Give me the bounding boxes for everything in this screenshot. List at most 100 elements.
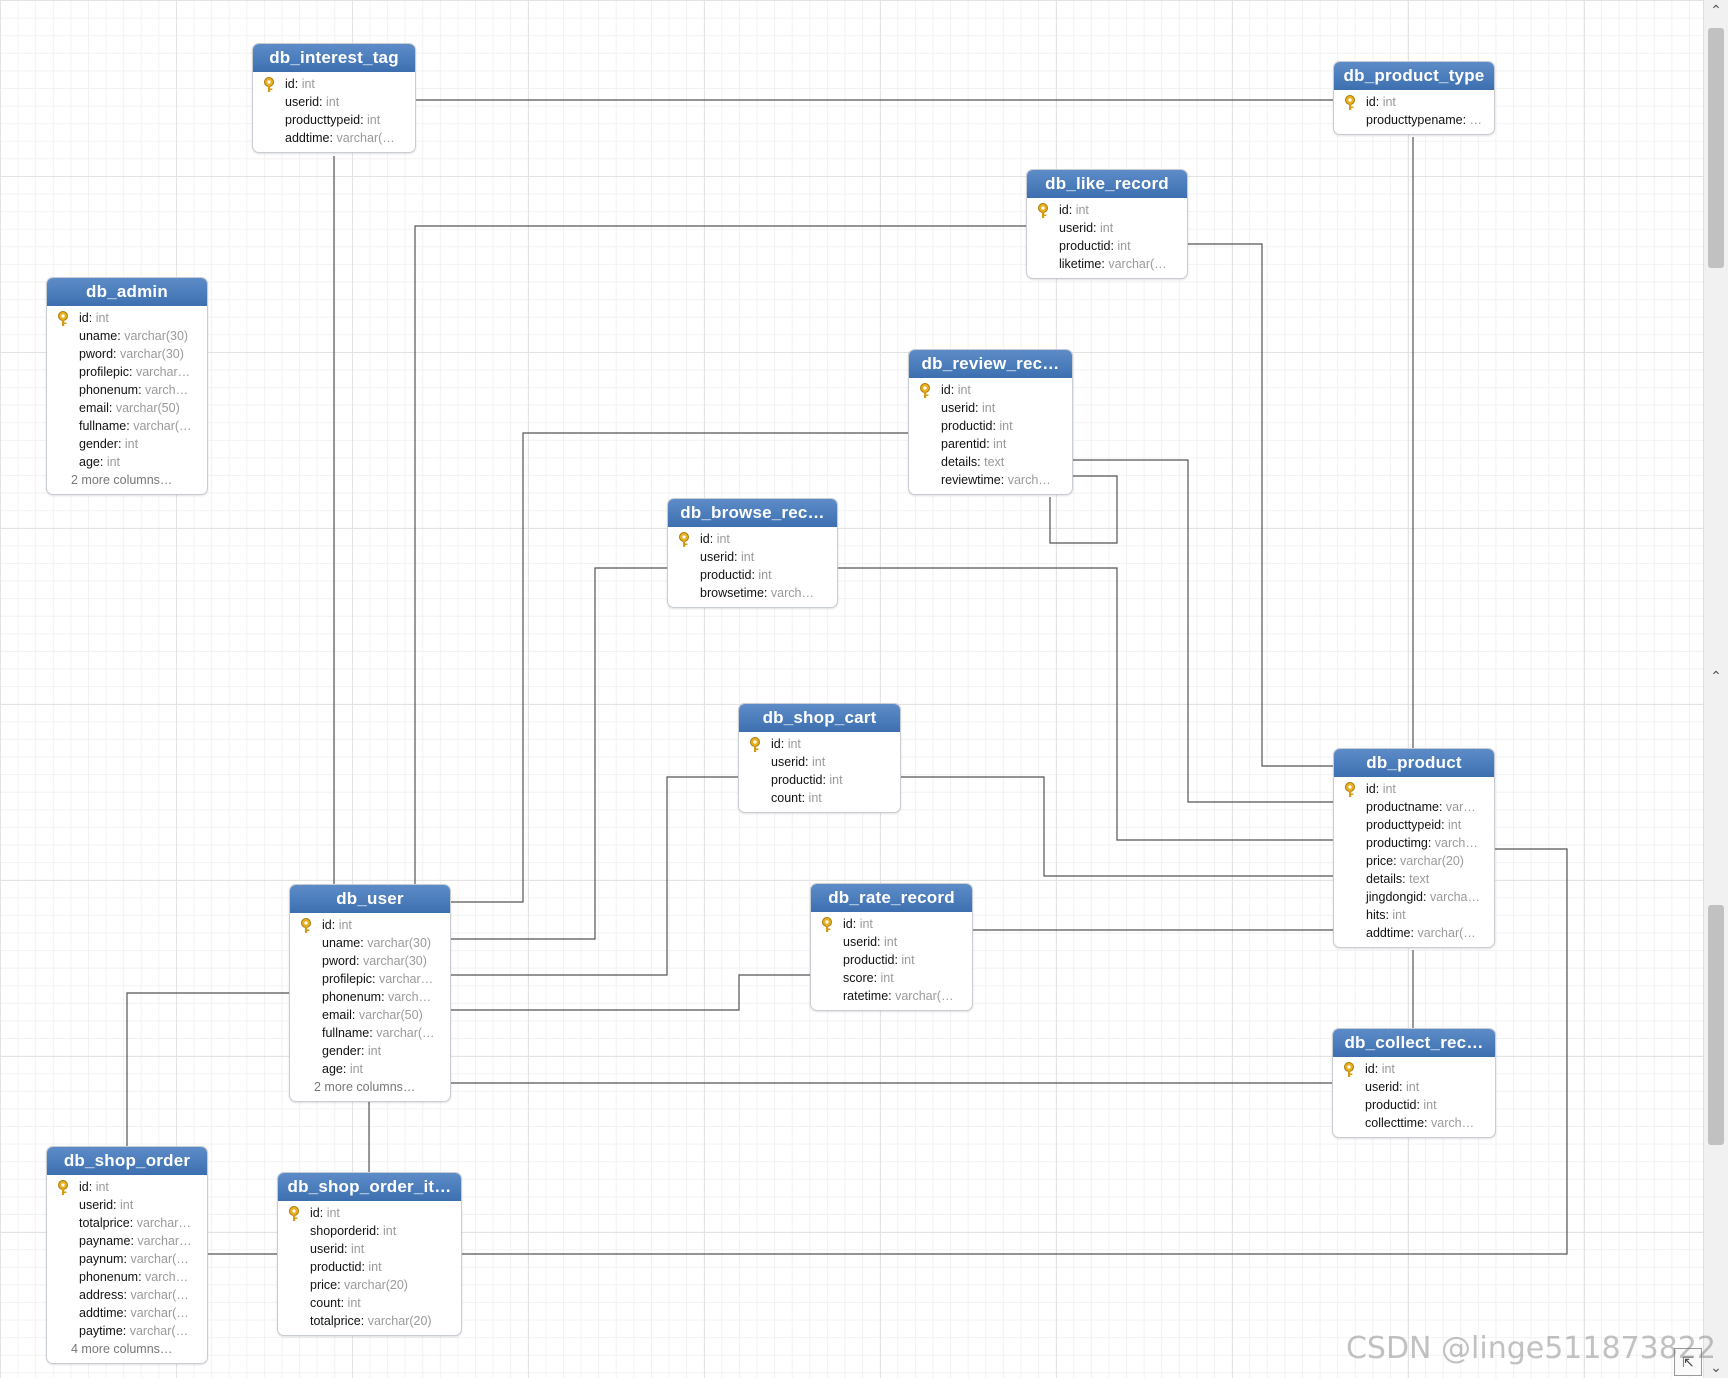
column-row[interactable]: details: text bbox=[941, 455, 1005, 469]
column-row[interactable]: phonenum: varch… bbox=[322, 990, 432, 1004]
column-row[interactable]: userid: int bbox=[79, 1198, 134, 1212]
column-row[interactable]: pword: varchar(30) bbox=[79, 347, 184, 361]
table-product-type[interactable]: db_product_type id: int producttypename: … bbox=[1333, 61, 1495, 135]
table-title[interactable]: db_user bbox=[290, 885, 450, 913]
table-title[interactable]: db_product_type bbox=[1334, 62, 1494, 90]
column-row[interactable]: userid: int bbox=[1059, 221, 1114, 235]
column-row[interactable]: email: varchar(50) bbox=[79, 401, 180, 415]
column-row[interactable]: productname: var… bbox=[1366, 800, 1476, 814]
column-row[interactable]: productid: int bbox=[310, 1260, 382, 1274]
column-row[interactable]: profilepic: varchar… bbox=[322, 972, 434, 986]
table-title[interactable]: db_review_rec… bbox=[909, 350, 1072, 378]
column-row[interactable]: address: varchar(… bbox=[79, 1288, 189, 1302]
more-columns-link[interactable]: 4 more columns… bbox=[71, 1342, 173, 1356]
column-row[interactable]: shoporderid: int bbox=[310, 1224, 397, 1238]
column-row[interactable]: reviewtime: varch… bbox=[941, 473, 1051, 487]
more-columns-link[interactable]: 2 more columns… bbox=[314, 1080, 416, 1094]
column-row[interactable]: price: varchar(20) bbox=[310, 1278, 408, 1292]
column-row[interactable]: uname: varchar(30) bbox=[322, 936, 432, 950]
column-row[interactable]: hits: int bbox=[1366, 908, 1406, 922]
scroll-up-arrow-icon[interactable]: ⌃ bbox=[1710, 2, 1722, 18]
relationship-line[interactable] bbox=[449, 567, 667, 940]
column-row[interactable]: age: int bbox=[79, 455, 121, 469]
table-title[interactable]: db_interest_tag bbox=[253, 44, 415, 72]
column-row[interactable]: id: int bbox=[909, 381, 1072, 399]
column-row[interactable]: userid: int bbox=[771, 755, 826, 769]
column-row[interactable]: totalprice: varchar(20) bbox=[310, 1314, 432, 1328]
relationship-line[interactable] bbox=[460, 848, 1568, 1255]
column-row[interactable]: id: int bbox=[668, 530, 837, 548]
column-row[interactable]: pword: varchar(30) bbox=[322, 954, 427, 968]
column-row[interactable]: ratetime: varchar(… bbox=[843, 989, 954, 1003]
relationship-line[interactable] bbox=[414, 225, 1026, 884]
more-columns-link[interactable]: 2 more columns… bbox=[71, 473, 173, 487]
column-row[interactable]: paytime: varchar(… bbox=[79, 1324, 189, 1338]
scrollbar-thumb[interactable] bbox=[1708, 28, 1724, 268]
table-collect-record[interactable]: db_collect_rec… id: int userid: int product… bbox=[1332, 1028, 1496, 1138]
vertical-scrollbar[interactable]: ⌃ ⌃ ⌄ bbox=[1703, 0, 1728, 1378]
column-row[interactable]: score: int bbox=[843, 971, 894, 985]
table-title[interactable]: db_shop_cart bbox=[739, 704, 900, 732]
relationship-line[interactable] bbox=[1071, 459, 1333, 803]
table-user[interactable]: db_user id: int uname: varchar(30) pword: v… bbox=[289, 884, 451, 1102]
relationship-line[interactable] bbox=[126, 992, 289, 1146]
column-row[interactable]: gender: int bbox=[79, 437, 139, 451]
column-row[interactable]: userid: int bbox=[941, 401, 996, 415]
column-row[interactable]: id: int bbox=[1334, 93, 1494, 111]
column-row[interactable]: id: int bbox=[1334, 780, 1494, 798]
relationship-line[interactable] bbox=[1186, 243, 1333, 767]
column-row[interactable]: fullname: varchar(… bbox=[322, 1026, 435, 1040]
relationship-line[interactable] bbox=[836, 567, 1333, 841]
column-row[interactable]: userid: int bbox=[285, 95, 340, 109]
table-title[interactable]: db_shop_order bbox=[47, 1147, 207, 1175]
column-row[interactable]: addtime: varchar(… bbox=[285, 131, 395, 145]
column-row[interactable]: fullname: varchar(… bbox=[79, 419, 192, 433]
column-row[interactable]: productimg: varch… bbox=[1366, 836, 1478, 850]
relationship-line[interactable] bbox=[899, 776, 1333, 877]
column-row[interactable]: productid: int bbox=[1365, 1098, 1437, 1112]
table-title[interactable]: db_shop_order_it… bbox=[278, 1173, 461, 1201]
column-row[interactable]: productid: int bbox=[843, 953, 915, 967]
column-row[interactable]: paynum: varchar(… bbox=[79, 1252, 189, 1266]
column-row[interactable]: email: varchar(50) bbox=[322, 1008, 423, 1022]
column-row[interactable]: collecttime: varch… bbox=[1365, 1116, 1475, 1130]
table-title[interactable]: db_rate_record bbox=[811, 884, 972, 912]
column-row[interactable]: producttypename: … bbox=[1366, 113, 1483, 127]
column-row[interactable]: uname: varchar(30) bbox=[79, 329, 189, 343]
column-row[interactable]: id: int bbox=[811, 915, 972, 933]
relationship-line[interactable] bbox=[449, 776, 738, 976]
column-row[interactable]: count: int bbox=[771, 791, 822, 805]
column-row[interactable]: userid: int bbox=[1365, 1080, 1420, 1094]
table-title[interactable]: db_collect_rec… bbox=[1333, 1029, 1495, 1057]
column-row[interactable]: id: int bbox=[253, 75, 415, 93]
column-row[interactable]: id: int bbox=[739, 735, 900, 753]
scrollbar-thumb-lower[interactable] bbox=[1708, 905, 1724, 1145]
column-row[interactable]: producttypeid: int bbox=[1366, 818, 1462, 832]
column-row[interactable]: browsetime: varch… bbox=[700, 586, 814, 600]
column-row[interactable]: parentid: int bbox=[941, 437, 1007, 451]
column-row[interactable]: jingdongid: varcha… bbox=[1366, 890, 1480, 904]
column-row[interactable]: id: int bbox=[1027, 201, 1187, 219]
column-row[interactable]: userid: int bbox=[843, 935, 898, 949]
relationship-line[interactable] bbox=[1049, 475, 1118, 544]
column-row[interactable]: id: int bbox=[278, 1204, 461, 1222]
relationship-line[interactable] bbox=[449, 974, 810, 1011]
column-row[interactable]: id: int bbox=[47, 309, 207, 327]
fit-view-button[interactable]: ⇱ bbox=[1674, 1348, 1702, 1376]
column-row[interactable]: id: int bbox=[290, 916, 450, 934]
column-row[interactable]: price: varchar(20) bbox=[1366, 854, 1464, 868]
column-row[interactable]: id: int bbox=[1333, 1060, 1495, 1078]
column-row[interactable]: gender: int bbox=[322, 1044, 382, 1058]
column-row[interactable]: phonenum: varch… bbox=[79, 383, 189, 397]
column-row[interactable]: payname: varchar… bbox=[79, 1234, 192, 1248]
column-row[interactable]: phonenum: varch… bbox=[79, 1270, 189, 1284]
column-row[interactable]: age: int bbox=[322, 1062, 364, 1076]
